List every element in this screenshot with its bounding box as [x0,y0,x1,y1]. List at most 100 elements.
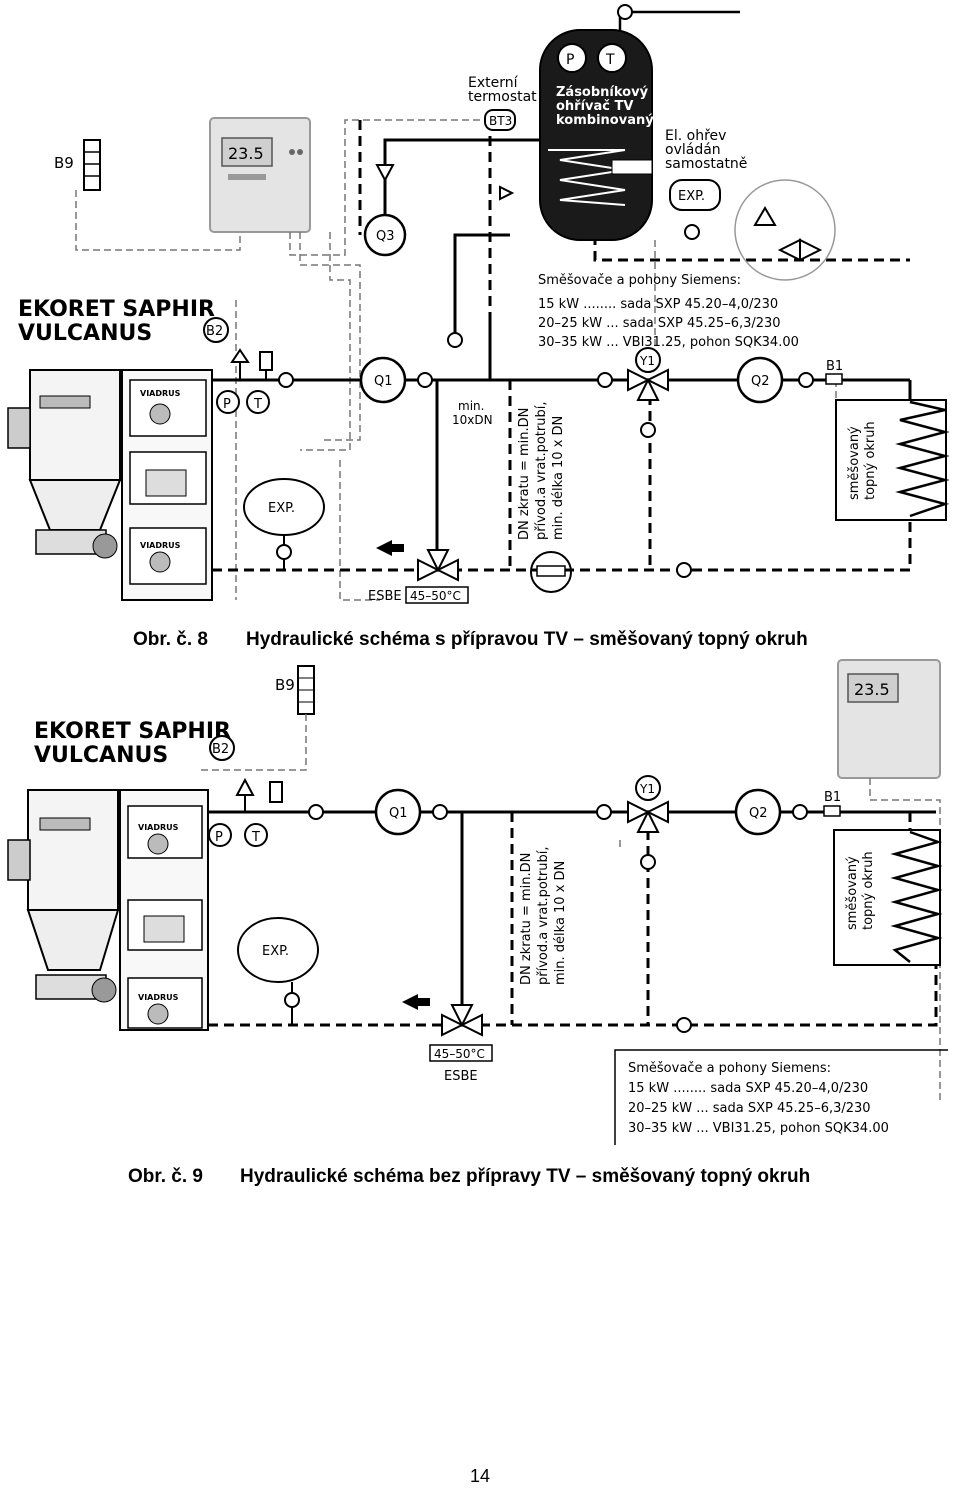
boiler-name-line2: VULCANUS [18,321,152,346]
expansion-tank-label: EXP. [268,501,295,516]
page-number: 14 [469,1466,491,1486]
thermometer-9 [244,823,268,847]
expansion-tank-9 [237,917,319,983]
sensor-b9-label-9: B9 [275,676,295,694]
heating-circuit-9: směšovaný topný okruh [833,829,943,966]
pressure-gauge-label: P [223,397,231,412]
thermometer [246,390,270,414]
boiler-9: VIADRUS VIADRUS [7,789,209,1031]
pump-q1-9 [374,788,422,836]
esbe-valve-9 [441,1013,465,1037]
boiler-name-9-line1: EKORET SAPHIR [34,719,231,744]
dn-note-9-line2: přívod.a vrat.potrubí, [536,847,551,985]
dn-note-line2: přívod.a vrat.potrubí, [534,402,549,540]
thermometer-label-9: T [251,830,260,845]
pressure-gauge-9 [208,823,232,847]
caption-9-number: Obr. č. 9 [128,1166,203,1187]
boiler-brand-bottom: VIADRUS [140,541,181,550]
ball-valves [278,332,814,578]
mixers-row3-9: 30–35 kW ... VBI31.25, pohon SQK34.00 [628,1121,889,1136]
mixing-valve-y1-9 [627,800,651,824]
mixers-row1-9: 15 kW ........ sada SXP 45.20–4,0/230 [628,1081,868,1096]
figure-9: B9 23.5 EKORET SAPHIR VULCANUS VIA [7,659,948,1187]
tank-expansion-label: EXP. [678,189,705,204]
boiler-name-line1: EKORET SAPHIR [18,297,215,322]
caption-8-text: Hydraulické schéma s přípravou TV – směš… [246,629,808,650]
dn-note: DN zkratu = min.DN přívod.a vrat.potrubí… [517,402,566,540]
valve-y1-label: Y1 [639,354,655,368]
controller-display-9: 23.5 [854,680,890,699]
external-thermostat-line2: termostat [468,89,537,105]
boiler-name-9-line2: VULCANUS [34,743,168,768]
caption-8-number: Obr. č. 8 [133,629,208,650]
pressure-gauge [216,390,240,414]
return-pipe-9 [208,812,938,1027]
tank-p-label: P [566,52,574,68]
sensor-b2-label-9: B2 [212,742,229,757]
min-length-line2: 10xDN [452,413,493,427]
dn-note-9-line3: min. délka 10 x DN [553,861,568,985]
pump-q2 [736,356,784,404]
esbe-temp-label-9: 45–50°C [434,1047,485,1061]
mixers-title: Směšovače a pohony Siemens: [538,273,741,288]
mixers-title-9: Směšovače a pohony Siemens: [628,1061,831,1076]
external-thermostat-line1: Externí [468,75,519,91]
sensor-b1-label: B1 [826,359,843,374]
tank-cold-inlet [618,10,740,30]
esbe-label-9: ESBE [444,1069,478,1084]
boiler-brand-top: VIADRUS [140,389,181,398]
el-heat-line2: ovládán [665,142,721,158]
boiler-brand-9-top: VIADRUS [138,823,179,832]
supply-pipe-9 [208,810,936,1025]
pump-q2-9 [734,788,782,836]
mixing-valve-y1 [627,368,651,392]
circuit-label-9-2: topný okruh [861,851,876,930]
expansion-tank-label-9: EXP. [262,944,289,959]
pump-q1-label: Q1 [374,374,393,389]
tank-label-3: kombinovaný [556,113,654,128]
heating-circuit: směšovaný topný okruh [835,399,950,521]
pump-q2-label: Q2 [751,374,770,389]
figure-8: 23.5 B9 EKORET SAPHIR VULCANUS [7,4,950,650]
tank-expansion [669,179,721,211]
tank-label-1: Zásobníkový [556,85,649,100]
dn-note-line3: min. délka 10 x DN [551,416,566,540]
min-length-line1: min. [458,399,484,413]
sensor-b2 [203,317,229,343]
sensor-b2-9 [209,735,235,761]
sensor-bt3 [484,109,516,131]
esbe-temp-label: 45–50°C [410,589,461,603]
signal-lines [75,119,837,601]
thermometer-label: T [253,397,262,412]
caption-9-text: Hydraulické schéma bez přípravy TV – smě… [240,1166,810,1187]
pump-q1 [359,356,407,404]
pump-q1-label-9: Q1 [389,806,408,821]
boiler: VIADRUS VIADRUS [7,369,213,601]
boiler-brand-9-bottom: VIADRUS [138,993,179,1002]
pressure-gauge-label-9: P [215,830,223,845]
sensor-b9: B9 [54,139,101,191]
circuit-label-9-1: směšovaný [845,856,860,930]
safety-group [230,348,273,380]
pump-q3-label: Q3 [376,229,395,244]
mixers-row3: 30–35 kW ... VBI31.25, pohon SQK34.00 [538,335,799,350]
sensor-bt3-label: BT3 [489,114,512,128]
sensor-b1-9 [823,805,841,817]
controller-display: 23.5 [228,144,264,163]
dn-note-line1: DN zkratu = min.DN [517,408,532,540]
mixers-row1: 15 kW ........ sada SXP 45.20–4,0/230 [538,297,778,312]
room-controller: 23.5 [209,117,311,233]
sensor-b1-label-9: B1 [824,790,841,805]
esbe-valve [417,558,441,582]
mixers-note-9: Směšovače a pohony Siemens: 15 kW ......… [614,1049,948,1145]
dn-note-9: DN zkratu = min.DN přívod.a vrat.potrubí… [519,847,568,985]
ball-valves-9 [308,804,808,1033]
esbe-label: ESBE [368,589,402,604]
sensor-b2-label: B2 [206,324,223,339]
sensor-b9-label: B9 [54,154,74,172]
circuit-label-1: směšovaný [847,426,862,500]
tank-t-label: T [605,52,615,68]
pump-q3 [363,213,407,257]
safety-group-9 [235,777,283,812]
